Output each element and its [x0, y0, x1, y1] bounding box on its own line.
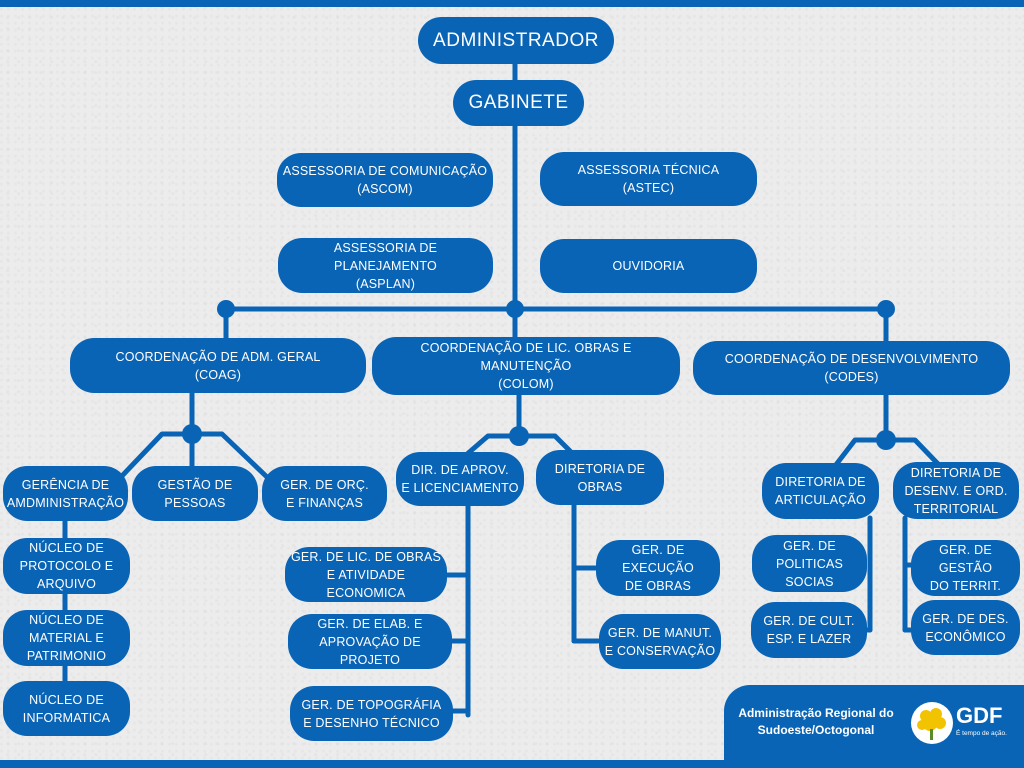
node-ger-manut: GER. DE MANUT. E CONSERVAÇÃO [599, 614, 721, 669]
node-nucleo-informatica: NÚCLEO DE INFORMATICA [3, 681, 130, 736]
node-dir-obras: DIRETORIA DE OBRAS [536, 450, 664, 505]
node-ger-topografia: GER. DE TOPOGRÁFIA E DESENHO TÉCNICO [290, 686, 453, 741]
node-nucleo-protocolo: NÚCLEO DE PROTOCOLO E ARQUIVO [3, 538, 130, 594]
node-nucleo-material: NÚCLEO DE MATERIAL E PATRIMONIO [3, 610, 130, 666]
node-gestao-pessoas: GESTÃO DE PESSOAS [132, 466, 258, 521]
bottom-border [0, 760, 1024, 768]
node-ger-politicas: GER. DE POLITICAS SOCIAS [752, 535, 867, 592]
node-colom: COORDENAÇÃO DE LIC. OBRAS E MANUTENÇÃO (… [372, 337, 680, 395]
node-ger-orc: GER. DE ORÇ. E FINANÇAS [262, 466, 387, 521]
ipe-tree-icon [911, 702, 953, 744]
node-coag: COORDENAÇÃO DE ADM. GERAL (COAG) [70, 338, 366, 393]
gdf-logo-text: GDF [956, 703, 1003, 728]
node-ger-lic-obras: GER. DE LIC. DE OBRAS E ATIVIDADE ECONOM… [285, 547, 447, 602]
node-gerencia-adm: GERÊNCIA DE AMDMINISTRAÇÃO [3, 466, 128, 521]
node-ger-execucao: GER. DE EXECUÇÃO DE OBRAS [596, 540, 720, 596]
node-dir-articulacao: DIRETORIA DE ARTICULAÇÃO [762, 463, 879, 519]
top-border [0, 0, 1024, 7]
node-asplan: ASSESSORIA DE PLANEJAMENTO (ASPLAN) [278, 238, 493, 293]
node-astec: ASSESSORIA TÉCNICA (ASTEC) [540, 152, 757, 206]
node-ouvidoria: OUVIDORIA [540, 239, 757, 293]
node-ascom: ASSESSORIA DE COMUNICAÇÃO (ASCOM) [277, 153, 493, 207]
footer-brand-panel: Administração Regional do Sudoeste/Octog… [724, 685, 1024, 760]
node-ger-elab: GER. DE ELAB. E APROVAÇÃO DE PROJETO [288, 614, 452, 669]
node-codes: COORDENAÇÃO DE DESENVOLVIMENTO (CODES) [693, 341, 1010, 395]
gdf-slogan: É tempo de ação. [956, 730, 1007, 737]
node-gabinete: GABINETE [453, 80, 584, 126]
node-ger-gestao-territ: GER. DE GESTÃO DO TERRIT. [911, 540, 1020, 596]
node-ger-cult: GER. DE CULT. ESP. E LAZER [751, 602, 867, 658]
node-administrador: ADMINISTRADOR [418, 17, 614, 64]
node-ger-des-eco: GER. DE DES. ECONÔMICO [911, 600, 1020, 655]
node-dir-desenv: DIRETORIA DE DESENV. E ORD. TERRITORIAL [893, 462, 1019, 519]
node-dir-aprov: DIR. DE APROV. E LICENCIAMENTO [396, 452, 524, 506]
org-name: Administração Regional do Sudoeste/Octog… [738, 706, 894, 737]
